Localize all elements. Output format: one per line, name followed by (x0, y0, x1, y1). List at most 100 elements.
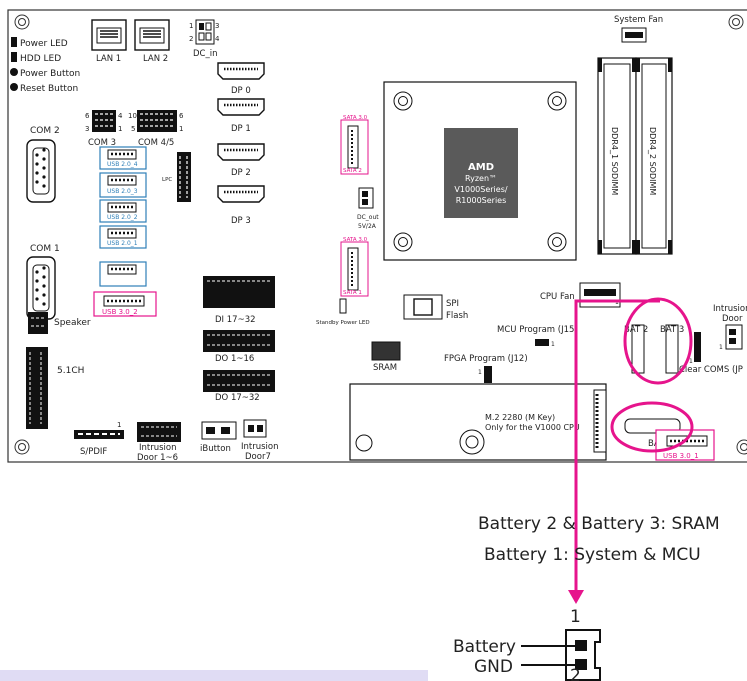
usb-2-1-header-icon (99, 225, 147, 249)
usb-2-1-label: USB 2.0_1 (107, 240, 138, 247)
spi-flash-label: SPI (446, 299, 459, 309)
com-2-label: COM 2 (30, 126, 60, 136)
dp-1-label: DP 1 (231, 124, 251, 134)
sata-2-label: SATA 2 (343, 168, 362, 174)
mounting-hole-top-left (14, 14, 30, 30)
dp-port-icon (217, 62, 265, 80)
com-45-pin-label: 6 (179, 112, 184, 120)
intrusion-door-1-6-label: Door 1~6 (137, 453, 178, 463)
usb-2-extra-header-icon (99, 261, 147, 287)
mcu-program-header-icon (535, 339, 549, 346)
cpu-fan-connector-icon (579, 282, 621, 308)
battery-connector-icon (565, 629, 601, 681)
do-17-32-header-icon (203, 370, 275, 392)
dp-0-label: DP 0 (231, 86, 251, 96)
sata-2-connector-icon (340, 119, 369, 175)
system-fan-label: System Fan (614, 15, 663, 25)
intrusion-door-7-header-icon (243, 419, 267, 438)
di-17-32-header-icon (203, 288, 275, 308)
page-footer-band (0, 670, 428, 681)
spdif-header-icon (74, 430, 124, 439)
com-3-pin-label: 6 (85, 112, 90, 120)
spi-flash-chip-icon (403, 294, 443, 320)
callout-system-text: Battery 1: System & MCU (484, 545, 701, 565)
cpu-line-label: R1000Series (456, 196, 507, 205)
bat-3-label: BAT 3 (660, 325, 684, 335)
mounting-hole-bottom-left (14, 439, 30, 455)
sodimm-2-label: DDR4_2 SODIMM (648, 127, 657, 195)
intrusion-door-right-connector-icon (725, 324, 743, 350)
usb-2-4-header-icon (99, 146, 147, 170)
lan-1-port-icon (91, 19, 127, 51)
mounting-hole-top-right (728, 14, 744, 30)
com-45-pin-label: 10 (128, 112, 137, 120)
sata-2-label: SATA 3.0 (343, 115, 368, 121)
lan-2-port-icon (134, 19, 170, 51)
usb-2-2-header-icon (99, 199, 147, 223)
usb-2-3-label: USB 2.0_3 (107, 188, 138, 195)
51ch-label: 5.1CH (57, 366, 84, 376)
sodimm-slot-1 (597, 57, 637, 255)
callout-leader-line (574, 299, 660, 590)
dc-in-pin-label: 3 (215, 22, 219, 30)
sodimm-slot-2 (635, 57, 673, 255)
mcu-pin-label: 1 (551, 341, 555, 348)
do-1-16-header-icon (203, 330, 275, 352)
hdd-led-label: HDD LED (20, 54, 61, 64)
cpu-chip (444, 128, 518, 218)
cpu-fan-label: CPU Fan (540, 292, 575, 302)
com-3-label: COM 3 (88, 138, 116, 148)
cpu-line-label: Ryzen™ (465, 174, 497, 183)
dc-in-label: DC_in (193, 49, 217, 59)
com-1-label: COM 1 (30, 244, 60, 254)
spdif-label: S/PDIF (80, 447, 107, 457)
battery-pin-label: Battery (453, 637, 516, 657)
power-button-label: Power Button (20, 69, 80, 79)
usb-3-2-header-icon (93, 291, 157, 317)
cpu-brand-label: AMD (468, 162, 494, 173)
sram-label: SRAM (373, 363, 397, 373)
reset-button-icon (10, 83, 18, 91)
clear-cmos-jumper-icon (694, 332, 701, 362)
51ch-header-icon (26, 347, 48, 429)
battery-1-highlight (610, 401, 694, 453)
ibutton-header-icon (201, 421, 237, 440)
do-17-32-label: DO 17~32 (215, 393, 260, 403)
com-45-pin-label: 5 (131, 125, 135, 133)
lpc-header-icon (177, 152, 191, 202)
usb-2-4-label: USB 2.0_4 (107, 161, 138, 168)
connector-pin-1-label: 1 (570, 607, 581, 627)
intrusion-door-pin-label: 1 (719, 344, 723, 351)
dc-in-pin-label: 4 (215, 35, 220, 43)
m2-label: M.2 2280 (M Key) (485, 413, 555, 422)
spdif-pin-label: 1 (117, 421, 121, 429)
spi-flash-label: Flash (446, 311, 468, 321)
mounting-hole-bottom-right (736, 439, 747, 455)
hdd-led-icon (11, 52, 17, 62)
clear-cmos-label: Clear COMS (JP (679, 365, 743, 375)
intrusion-door-7-label: Door7 (245, 452, 271, 462)
do-1-16-label: DO 1~16 (215, 354, 254, 364)
dp-port-icon (217, 185, 265, 203)
usb-3-1-label: USB 3.0_1 (663, 452, 699, 460)
dp-port-icon (217, 143, 265, 161)
com-3-pin-label: 3 (85, 125, 89, 133)
sata-1-label: SATA 3.0 (343, 237, 368, 243)
usb-2-3-header-icon (99, 172, 147, 198)
bat-2-label: BAT 2 (624, 325, 648, 335)
lan-1-label: LAN 1 (96, 54, 121, 64)
standby-led-icon (339, 298, 347, 314)
com-2-db9-connector-icon (26, 139, 56, 203)
dc-in-connector-icon (195, 19, 215, 45)
dp-2-label: DP 2 (231, 168, 251, 178)
standby-led-label: Standby Power LED (316, 320, 370, 326)
com-45-label: COM 4/5 (138, 138, 174, 148)
com-45-pin-label: 1 (179, 125, 183, 133)
callout-sram-text: Battery 2 & Battery 3: SRAM (478, 514, 720, 534)
fpga-pin-label: 1 (478, 369, 482, 376)
gnd-pin-label: GND (474, 657, 513, 677)
sram-chip-icon (371, 341, 401, 361)
dp-3-label: DP 3 (231, 216, 251, 226)
m2-label: Only for the V1000 CPU (485, 423, 580, 432)
dc-in-pin-label: 1 (189, 22, 193, 30)
